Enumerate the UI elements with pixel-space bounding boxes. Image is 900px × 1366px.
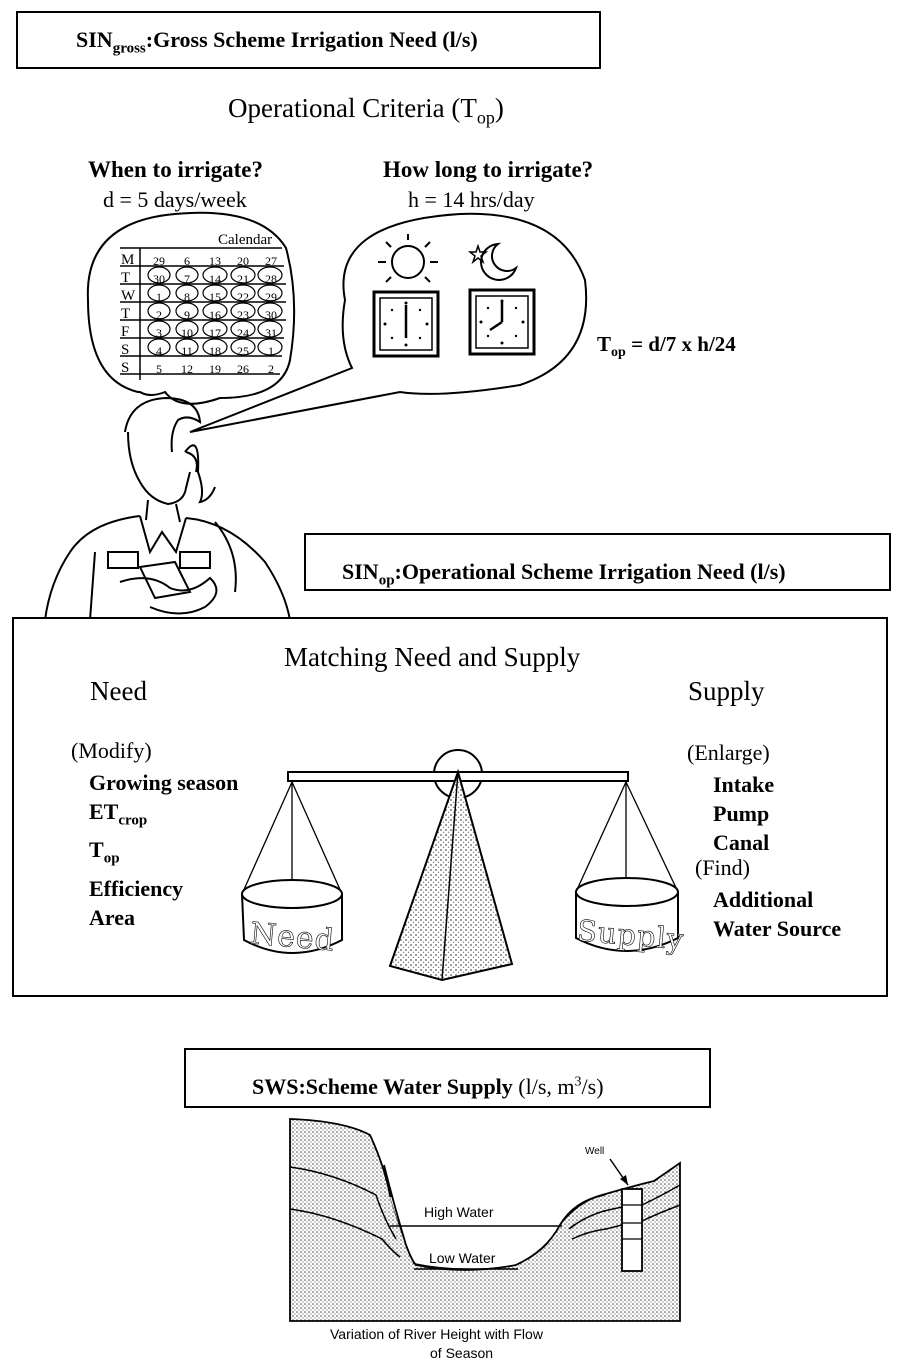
calendar-date: 1 [156,290,162,304]
when-to-irrigate-value: d = 5 days/week [103,187,247,212]
river-caption-line2: of Season [430,1345,494,1361]
sun-icon [378,234,438,283]
calendar-date: 21 [237,272,249,286]
operational-need-box: SINop:Operational Scheme Irrigation Need… [304,533,891,591]
calendar-date: 1 [268,344,274,358]
calendar-date: 22 [237,290,249,304]
calendar-date: 9 [184,308,190,322]
supply-enlarge-label: (Enlarge) [687,740,770,765]
clock-night-icon [468,288,536,356]
need-item-et-crop: ETcrop [89,799,148,829]
need-heading: Need [90,676,147,706]
calendar-date: 25 [237,344,249,358]
supply-enlarge-list: Intake Pump Canal [713,770,774,857]
calendar-date: 30 [265,308,277,322]
calendar-day: S [121,360,130,376]
need-modify-label: (Modify) [71,738,152,763]
river-channel [390,1197,576,1269]
calendar-day: F [121,324,130,340]
need-list: Growing season ETcrop Top Efficiency Are… [89,768,238,932]
river-cross-section [289,1118,681,1322]
calendar-date: 5 [156,362,162,376]
calendar-date: 3 [156,326,162,340]
calendar-label: Calendar [218,232,273,248]
matching-title: Matching Need and Supply [284,642,581,672]
calendar-date: 16 [209,308,221,322]
scale-pyramid [388,768,514,982]
balance-scale [241,749,679,982]
moon-icon [467,242,519,281]
calendar-day: S [121,342,130,358]
how-long-value: h = 14 hrs/day [408,187,535,212]
operational-criteria-title: Operational Criteria (Top) [228,93,504,128]
calendar-date: 18 [209,344,221,358]
scheme-water-supply-box: SWS:Scheme Water Supply (l/s, m3/s) [184,1048,711,1108]
calendar-date: 20 [237,254,249,268]
calendar-date: 14 [209,272,221,286]
need-item-area: Area [89,904,136,930]
well-label: Well [585,1146,605,1157]
need-item-growing-season: Growing season [89,770,239,795]
calendar-date: 24 [237,326,249,340]
supply-heading: Supply [688,676,765,706]
supply-item-additional: Additional [713,887,814,912]
scheme-water-supply-title: SWS:Scheme Water Supply (l/s, m3/s) [252,1074,604,1099]
need-item-top: Top [89,837,120,867]
calendar-date: 10 [181,326,193,340]
need-pan-label: Need [248,916,337,959]
gross-need-title: SINgross:Gross Scheme Irrigation Need (l… [76,27,478,57]
how-long-question: How long to irrigate? [383,157,594,182]
calendar-date: 6 [184,254,190,268]
calendar-grid [120,247,286,380]
calendar-date: 23 [237,308,249,322]
high-water-label: High Water [424,1204,494,1220]
calendar-date: 19 [209,362,221,376]
need-item-efficiency: Efficiency [89,875,184,901]
supply-find-label: (Find) [695,855,750,880]
clock-day-icon [372,290,440,358]
calendar-date: 17 [209,326,221,340]
calendar-date: 2 [268,362,274,376]
need-pan [241,879,343,954]
operational-need-title: SINop:Operational Scheme Irrigation Need… [342,559,786,589]
calendar-date: 4 [156,344,162,358]
supply-item-pump: Pump [713,801,770,826]
calendar-date: 12 [181,362,193,376]
calendar-day: W [121,288,136,304]
calendar-day: T [121,270,131,286]
supply-item-water-source: Water Source [713,916,842,941]
gross-need-box: SINgross:Gross Scheme Irrigation Need (l… [16,11,601,69]
calendar-date: 30 [153,272,165,286]
supply-item-canal: Canal [713,830,770,855]
top-formula: Top = d/7 x h/24 [597,332,736,361]
well-shaft [621,1188,643,1272]
supply-pan [575,877,679,952]
supply-item-intake: Intake [713,772,775,797]
calendar-day: M [121,252,135,268]
calendar-date: 13 [209,254,221,268]
calendar-days: M T W T F S S [121,251,141,377]
calendar-date: 31 [265,326,277,340]
river-caption-line1: Variation of River Height with Flow [330,1326,543,1342]
calendar-date: 29 [153,254,165,268]
calendar-date: 28 [265,272,277,286]
calendar-date: 27 [265,254,277,268]
low-water-label: Low Water [429,1250,496,1266]
calendar-date: 2 [156,308,162,322]
calendar-date: 29 [265,290,277,304]
calendar-date: 15 [209,290,221,304]
person-illustration [44,396,291,621]
supply-find-list: Additional Water Source [713,885,841,943]
calendar-date: 11 [181,344,193,358]
calendar-day: T [121,306,131,322]
calendar-date: 8 [184,290,190,304]
calendar-date: 26 [237,362,249,376]
calendar-date: 7 [184,272,190,286]
when-to-irrigate-question: When to irrigate? [88,157,264,182]
